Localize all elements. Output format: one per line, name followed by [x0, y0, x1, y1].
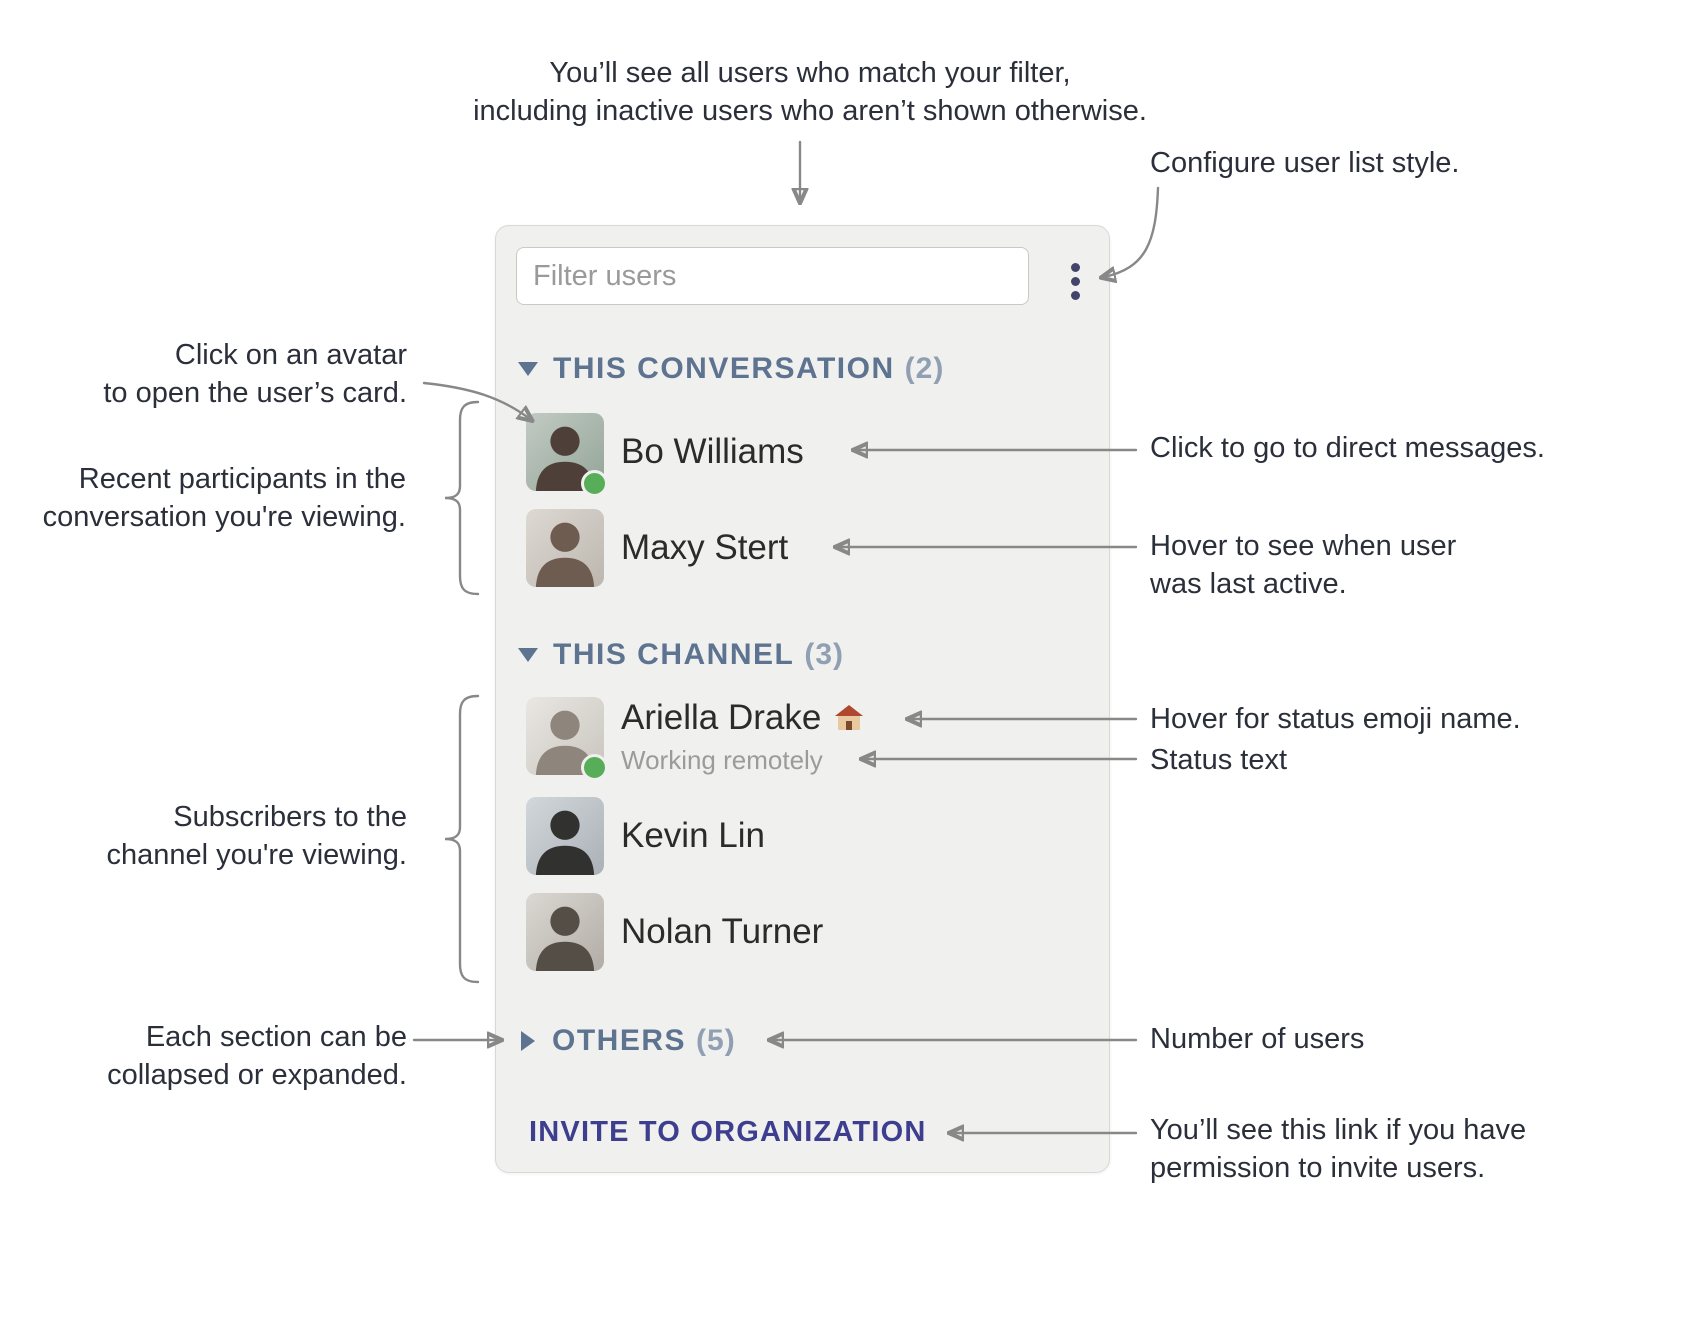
user-name: Nolan Turner — [621, 912, 824, 951]
annotation-direct-messages: Click to go to direct messages. — [1150, 432, 1545, 464]
section-label: OTHERS — [552, 1024, 687, 1057]
annotation-last-active: Hover to see when user was last active. — [1150, 530, 1457, 600]
kebab-vertical-icon — [1070, 276, 1080, 286]
section-label: THIS CHANNEL — [553, 638, 795, 671]
user-avatar[interactable] — [526, 697, 608, 781]
filter-users-input[interactable] — [516, 247, 1029, 305]
section-count: (2) — [904, 352, 945, 385]
annotation-invite-permission: You’ll see this link if you have permiss… — [1150, 1114, 1527, 1184]
brace-subscribers — [444, 694, 480, 984]
avatar-silhouette-icon — [535, 426, 595, 491]
user-row-maxy-stert[interactable]: Maxy Stert — [496, 509, 1109, 589]
section-header-others[interactable]: OTHERS (5) — [518, 1020, 736, 1062]
annotation-status-emoji-name: Hover for status emoji name. — [1150, 703, 1521, 735]
annotation-collapse-expand: Each section can be collapsed or expande… — [107, 1021, 407, 1091]
user-row-bo-williams[interactable]: Bo Williams — [496, 413, 1109, 497]
user-name: Ariella Drake — [621, 698, 822, 737]
annotation-filter-note: You’ll see all users who match your filt… — [473, 57, 1147, 127]
invite-to-organization-link[interactable]: INVITE TO ORGANIZATION — [529, 1115, 927, 1148]
annotation-avatar-card: Click on an avatar to open the user’s ca… — [103, 339, 407, 409]
user-list-panel: THIS CONVERSATION (2) Bo Williams Maxy S… — [495, 225, 1110, 1173]
home-status-emoji-icon — [834, 704, 864, 732]
user-name: Bo Williams — [621, 432, 804, 471]
section-label: THIS CONVERSATION — [553, 352, 895, 385]
annotation-status-text: Status text — [1150, 744, 1288, 776]
brace-recent-participants — [444, 400, 480, 596]
user-status-text: Working remotely — [621, 745, 823, 775]
user-name: Maxy Stert — [621, 528, 789, 567]
user-row-kevin-lin[interactable]: Kevin Lin — [496, 797, 1109, 877]
kebab-vertical-icon — [1070, 290, 1080, 300]
user-avatar[interactable] — [526, 413, 608, 497]
user-avatar[interactable] — [526, 893, 604, 971]
connector-configure-style — [1104, 186, 1160, 277]
user-list-menu-button[interactable] — [1053, 250, 1097, 312]
section-header-this-channel[interactable]: THIS CHANNEL (3) — [518, 634, 844, 676]
avatar-silhouette-icon — [535, 810, 595, 875]
annotation-configure-style: Configure user list style. — [1150, 147, 1460, 179]
user-name: Kevin Lin — [621, 816, 765, 855]
avatar-silhouette-icon — [535, 906, 595, 971]
annotation-number-of-users: Number of users — [1150, 1023, 1365, 1055]
user-row-nolan-turner[interactable]: Nolan Turner — [496, 893, 1109, 973]
user-avatar[interactable] — [526, 509, 604, 587]
online-presence-dot — [581, 470, 608, 497]
annotation-recent-participants: Recent participants in the conversation … — [42, 463, 406, 533]
avatar-silhouette-icon — [535, 710, 595, 775]
annotation-subscribers: Subscribers to the channel you're viewin… — [106, 801, 407, 871]
triangle-down-icon[interactable] — [518, 362, 538, 376]
kebab-vertical-icon — [1070, 262, 1080, 272]
user-avatar[interactable] — [526, 797, 604, 875]
triangle-down-icon[interactable] — [518, 648, 538, 662]
triangle-right-icon[interactable] — [521, 1031, 535, 1051]
section-count: (3) — [804, 638, 845, 671]
avatar-silhouette-icon — [535, 522, 595, 587]
section-header-this-conversation[interactable]: THIS CONVERSATION (2) — [518, 348, 944, 390]
section-count: (5) — [696, 1024, 736, 1057]
online-presence-dot — [581, 754, 608, 781]
user-row-ariella-drake[interactable]: Ariella Drake Working remotely — [496, 697, 1109, 781]
